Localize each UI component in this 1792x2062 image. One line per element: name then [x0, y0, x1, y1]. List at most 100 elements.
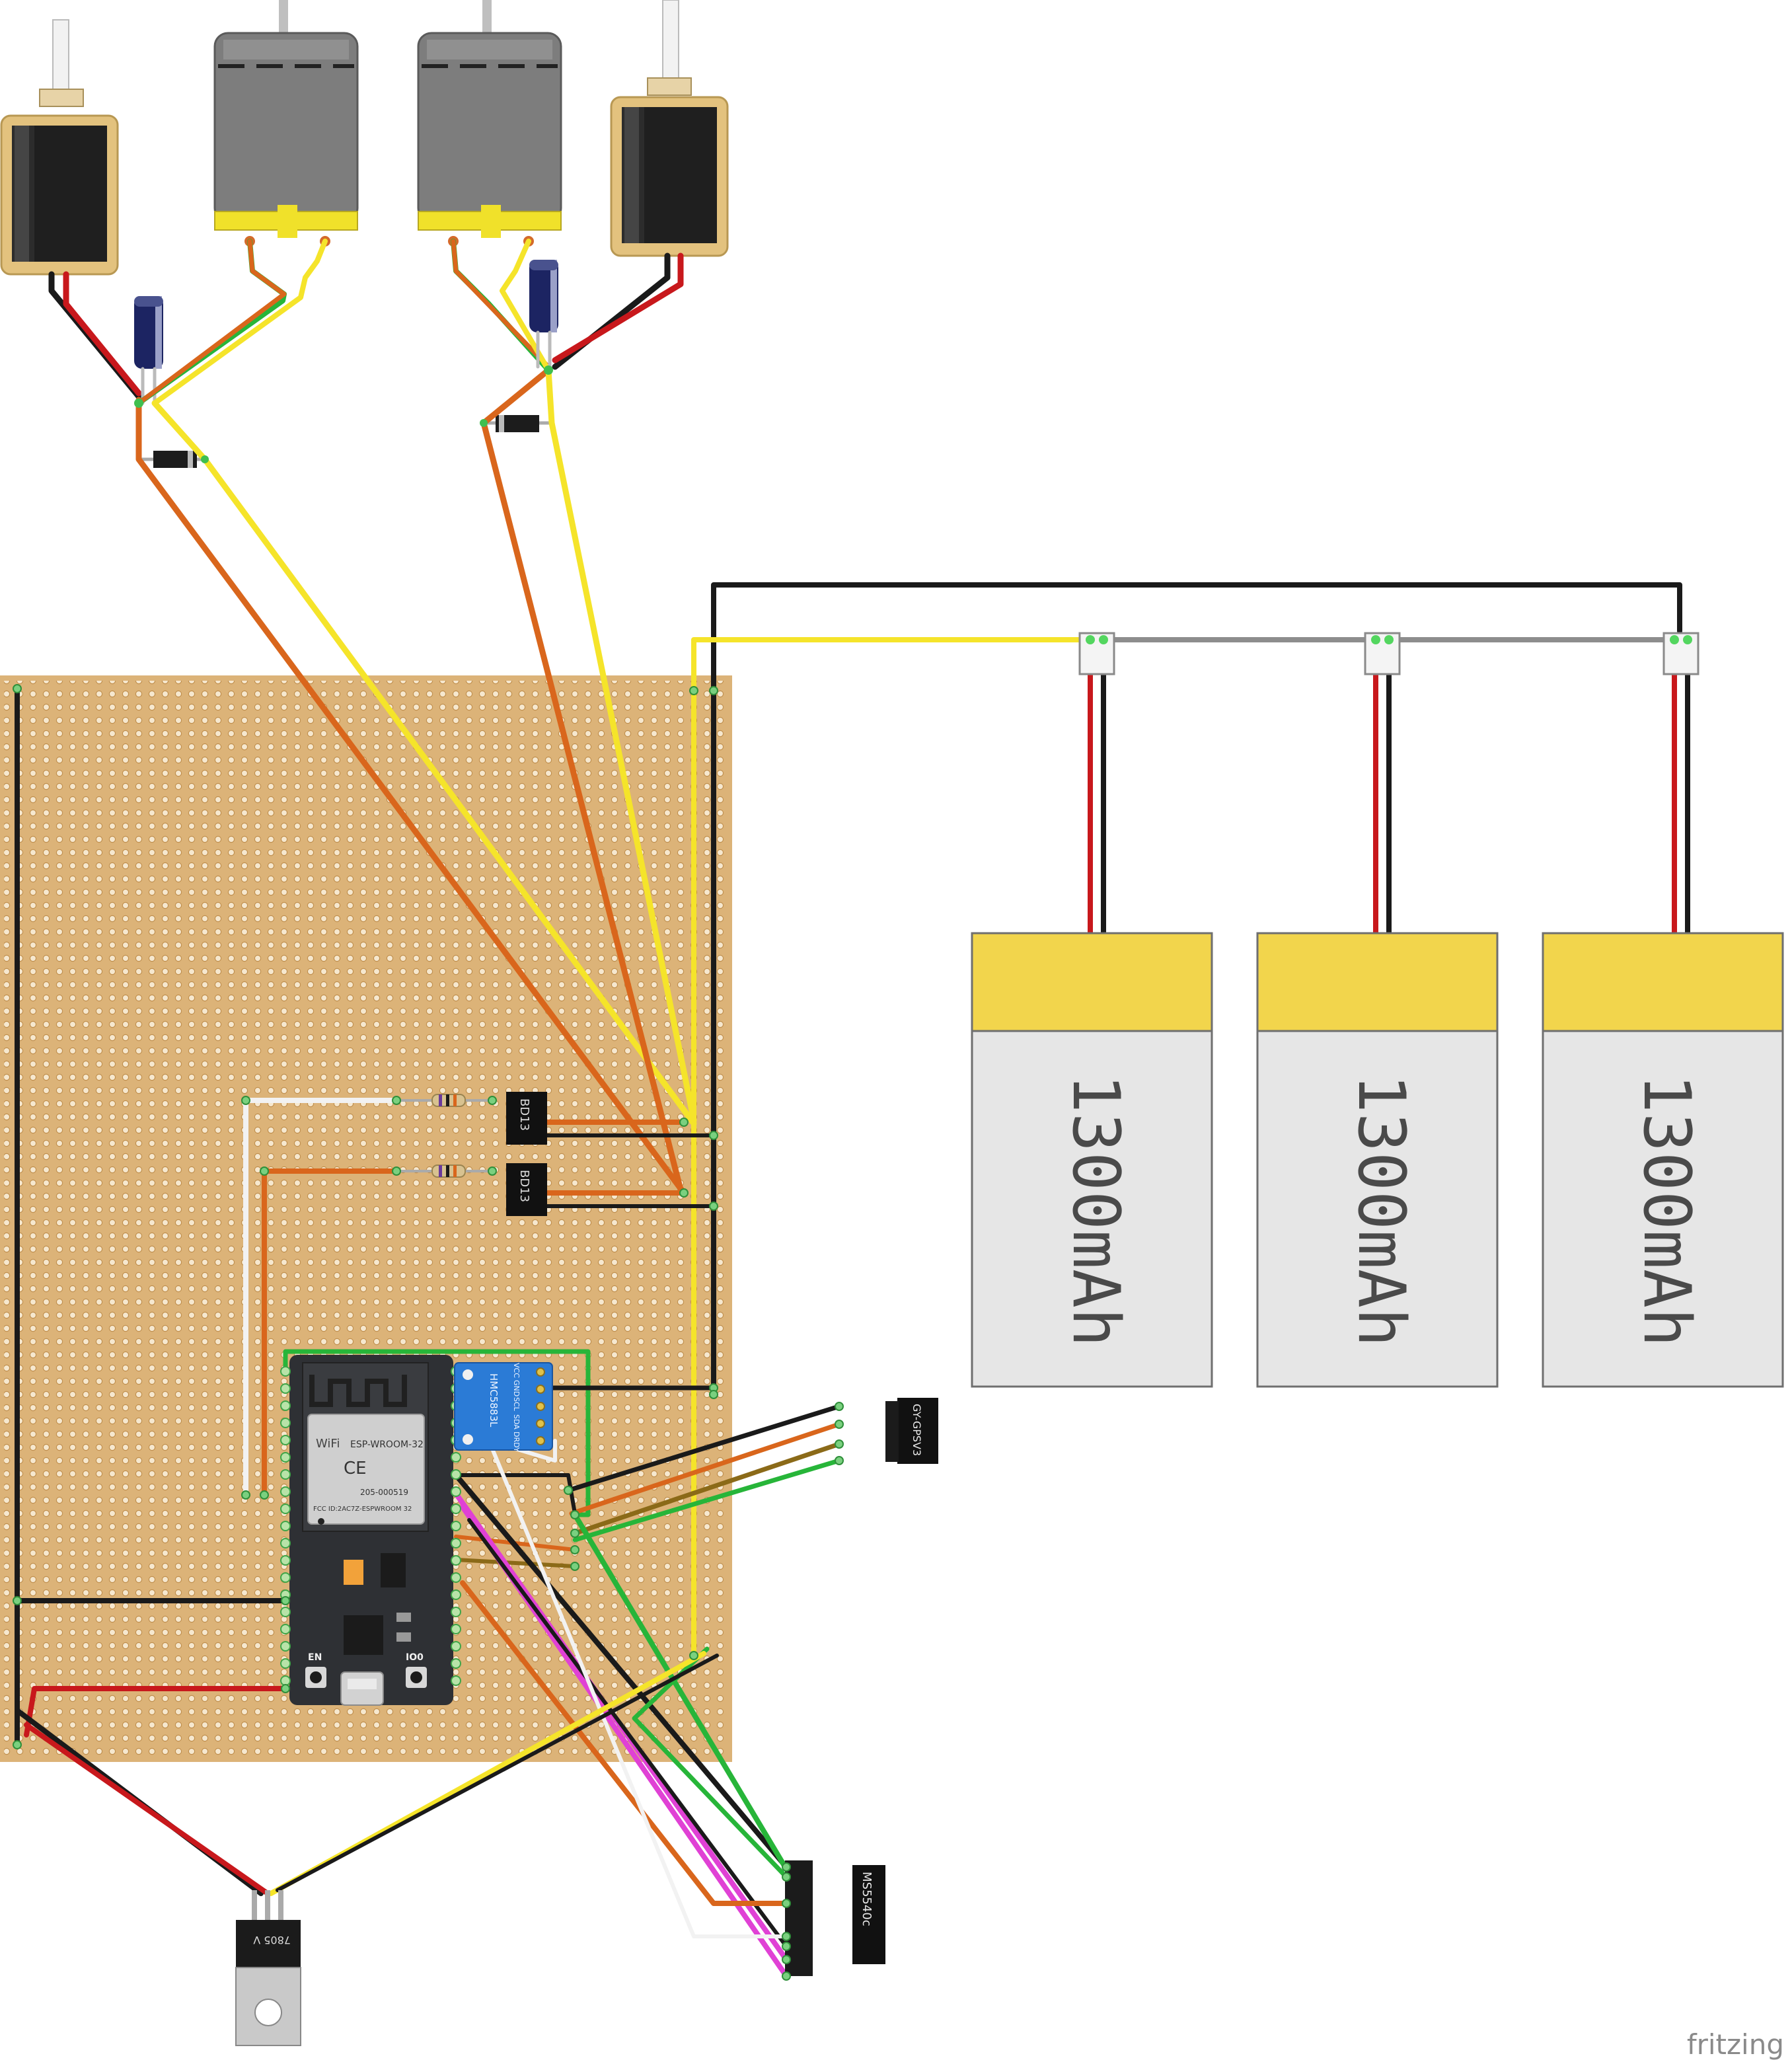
- junction-dot: [782, 1942, 791, 1951]
- battery-2: 1300mAh: [1256, 932, 1499, 1388]
- esp32-pin: [451, 1469, 461, 1480]
- esp32-pin: [280, 1641, 291, 1652]
- capacitor-right: [529, 260, 558, 332]
- esp32-en-label: EN: [308, 1652, 322, 1663]
- board-wiring: [15, 686, 842, 1979]
- battery-1-label: 1300mAh: [1058, 1074, 1133, 1347]
- stripboard: [0, 675, 732, 1762]
- junction-dot: [835, 1439, 844, 1449]
- wire-junctions: [13, 684, 844, 1981]
- compass-pin: [536, 1419, 545, 1428]
- capacitor-left: [134, 296, 163, 369]
- esp32-cert-number: 205-000519: [360, 1488, 408, 1497]
- resistor-1: [431, 1094, 466, 1107]
- compass-pin-label: GND: [512, 1380, 521, 1396]
- esp32-pin: [280, 1538, 291, 1548]
- junction-dot: [835, 1420, 844, 1429]
- battery-3-label: 1300mAh: [1629, 1074, 1704, 1347]
- junction-dot: [13, 1740, 22, 1749]
- esp32-pin: [280, 1383, 291, 1394]
- junction-dot: [709, 1202, 718, 1211]
- transistor-2: BD13: [506, 1163, 547, 1216]
- transistor-1-label: BD13: [517, 1098, 531, 1131]
- esp32-pin: [280, 1504, 291, 1514]
- junction-dot: [689, 1651, 698, 1660]
- junction-dot: [488, 1096, 497, 1105]
- pressure-sensor: MS5540c: [785, 1860, 885, 1976]
- esp32-pins-left: [280, 1366, 291, 1686]
- esp32-pin: [280, 1452, 291, 1463]
- junction-dot: [782, 1862, 791, 1872]
- esp32-pin: [280, 1572, 291, 1583]
- junction-dot: [241, 1490, 250, 1500]
- junction-dot: [679, 1118, 689, 1127]
- regulator-name: 7805 V: [253, 1934, 291, 1946]
- junction-dot: [689, 686, 698, 695]
- junction-dot: [281, 1684, 290, 1693]
- junction-dot: [392, 1096, 401, 1105]
- battery-1: 1300mAh: [971, 932, 1213, 1388]
- junction-dot: [260, 1490, 269, 1500]
- compass-pin: [536, 1402, 545, 1411]
- junction-dot: [570, 1529, 579, 1538]
- esp32-wifi-badge: WiFi: [316, 1437, 340, 1451]
- battery-2-label: 1300mAh: [1343, 1074, 1419, 1347]
- junction-dot: [241, 1096, 250, 1105]
- junction-dot: [782, 1971, 791, 1981]
- gps-name: GY-GPSV3: [911, 1404, 923, 1456]
- esp32-pin: [280, 1400, 291, 1411]
- esp32-pin: [451, 1572, 461, 1583]
- junction-dot: [13, 684, 22, 693]
- battery-harness: [691, 582, 1690, 1658]
- esp32-io0-label: IO0: [406, 1652, 424, 1663]
- esp32-pin: [451, 1521, 461, 1531]
- battery-connectors: [1078, 632, 1699, 675]
- junction-dot: [835, 1456, 844, 1465]
- compass-pin: [536, 1385, 545, 1394]
- junction-dot: [392, 1166, 401, 1176]
- fritzing-watermark: fritzing: [1687, 2028, 1784, 2061]
- motor-right: [417, 0, 562, 247]
- esp32-pin: [280, 1418, 291, 1428]
- solenoid-left: [0, 19, 119, 276]
- esp32-pin: [280, 1607, 291, 1617]
- esp32-pin: [280, 1435, 291, 1445]
- battery-3: 1300mAh: [1542, 932, 1784, 1388]
- junction-dot: [835, 1402, 844, 1411]
- junction-dot: [782, 1955, 791, 1964]
- esp32-pin: [451, 1538, 461, 1548]
- junction-dot: [709, 686, 718, 695]
- junction-dot: [281, 1596, 290, 1605]
- esp32-pin: [280, 1624, 291, 1634]
- compass-pin-label: SDA: [512, 1414, 521, 1430]
- junction-dot: [782, 1899, 791, 1908]
- esp32-pin: [280, 1486, 291, 1497]
- esp32-pin: [451, 1452, 461, 1463]
- junction-dot: [709, 1390, 718, 1399]
- esp32-pin: [451, 1658, 461, 1669]
- voltage-regulator: 7805 V: [235, 1890, 301, 2046]
- junction-dot: [709, 1131, 718, 1140]
- junction-dot: [564, 1486, 573, 1495]
- esp32-pin: [451, 1641, 461, 1652]
- compass-pin-label: VCC: [512, 1363, 521, 1378]
- gps-connector: [885, 1401, 899, 1462]
- esp32-pin: [451, 1624, 461, 1634]
- esp32-pin: [451, 1555, 461, 1566]
- junction-dot: [570, 1562, 579, 1571]
- esp32-pin: [280, 1366, 291, 1377]
- esp32-ce-mark: CE: [344, 1459, 367, 1478]
- solenoid-right: [610, 0, 729, 257]
- compass-pin: [536, 1436, 545, 1445]
- junction-dot: [782, 1872, 791, 1882]
- esp32-pin: [280, 1675, 291, 1686]
- junction-dot: [570, 1545, 579, 1554]
- compass-pin-label: SCL: [512, 1397, 521, 1412]
- junction-dot: [260, 1166, 269, 1176]
- esp32-pin: [451, 1607, 461, 1617]
- esp32-pin: [451, 1675, 461, 1686]
- esp32-board: WiFi ESP-WROOM-32 CE 205-000519 FCC ID:2…: [280, 1355, 461, 1706]
- junction-dot: [679, 1188, 689, 1198]
